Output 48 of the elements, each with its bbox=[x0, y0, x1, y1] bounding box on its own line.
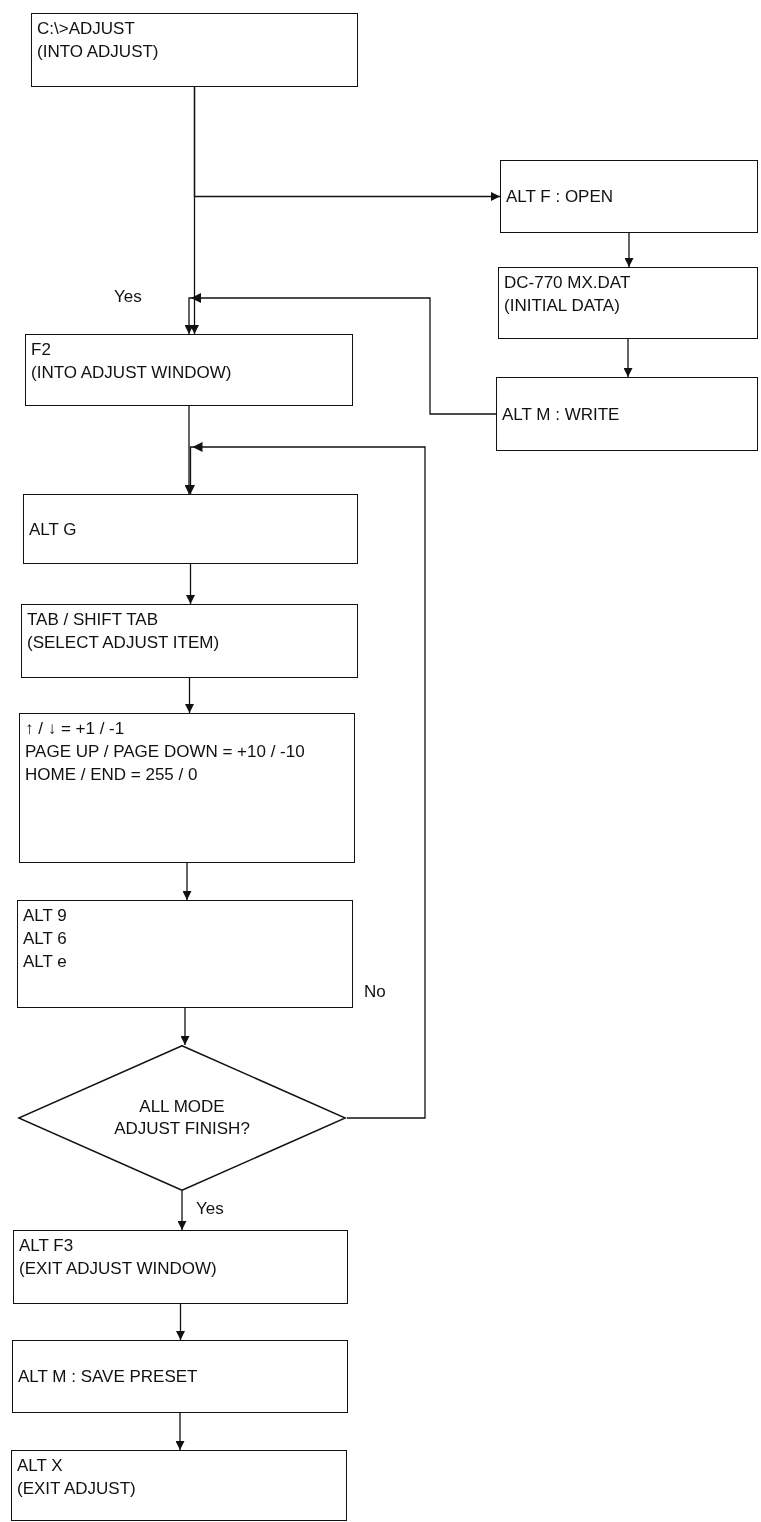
arrow bbox=[193, 86, 501, 201]
step-text: ALT e bbox=[23, 951, 68, 973]
step-text: (SELECT ADJUST ITEM) bbox=[27, 632, 221, 654]
step-text: (INTO ADJUST WINDOW) bbox=[31, 362, 233, 384]
step-text: ↑ / ↓ = +1 / -1 bbox=[25, 718, 126, 740]
step-text: TAB / SHIFT TAB bbox=[27, 609, 159, 631]
process-box bbox=[498, 267, 758, 339]
process-box bbox=[17, 900, 353, 1008]
arrow bbox=[176, 1303, 185, 1341]
step-text: (INITIAL DATA) bbox=[504, 295, 621, 317]
step-text: HOME / END = 255 / 0 bbox=[25, 764, 199, 786]
arrow bbox=[180, 1007, 190, 1046]
step-text: (INTO ADJUST) bbox=[37, 41, 160, 63]
step-text: ALT G bbox=[29, 518, 78, 541]
step-text: ALT F : OPEN bbox=[506, 186, 615, 208]
step-text: ALL MODE ADJUST FINISH? bbox=[113, 1096, 251, 1140]
step-text: F2 bbox=[31, 339, 52, 361]
arrow bbox=[182, 862, 192, 901]
process-box bbox=[496, 377, 758, 451]
step-text: ALT 9 bbox=[23, 905, 68, 927]
step-text: ALT 6 bbox=[23, 928, 68, 950]
arrow bbox=[623, 338, 633, 378]
process-box bbox=[19, 713, 355, 863]
step-text: ALT F3 bbox=[19, 1235, 75, 1257]
arrow bbox=[184, 293, 497, 415]
step-text: ALT M : SAVE PRESET bbox=[18, 1366, 199, 1388]
step-text: ALT X bbox=[17, 1455, 64, 1477]
arrow bbox=[186, 563, 195, 605]
step-text: PAGE UP / PAGE DOWN = +10 / -10 bbox=[25, 741, 306, 763]
decision-diamond bbox=[17, 1045, 347, 1191]
process-box bbox=[21, 604, 358, 678]
arrow bbox=[177, 1190, 187, 1231]
process-box bbox=[31, 13, 358, 87]
process-box bbox=[500, 160, 758, 233]
step-text: DC-770 MX.DAT bbox=[504, 272, 632, 294]
arrow bbox=[185, 677, 194, 714]
process-box bbox=[25, 334, 353, 406]
arrow bbox=[175, 1412, 185, 1451]
process-box bbox=[23, 494, 358, 564]
process-box bbox=[13, 1230, 348, 1304]
arrow bbox=[624, 232, 634, 268]
step-text: C:\>ADJUST bbox=[37, 18, 136, 40]
step-text: (EXIT ADJUST WINDOW) bbox=[19, 1258, 218, 1280]
process-box bbox=[12, 1340, 348, 1413]
arrow bbox=[186, 442, 426, 1119]
process-box bbox=[11, 1450, 347, 1521]
step-text: ALT M : WRITE bbox=[502, 403, 621, 426]
step-text: (EXIT ADJUST) bbox=[17, 1478, 137, 1500]
